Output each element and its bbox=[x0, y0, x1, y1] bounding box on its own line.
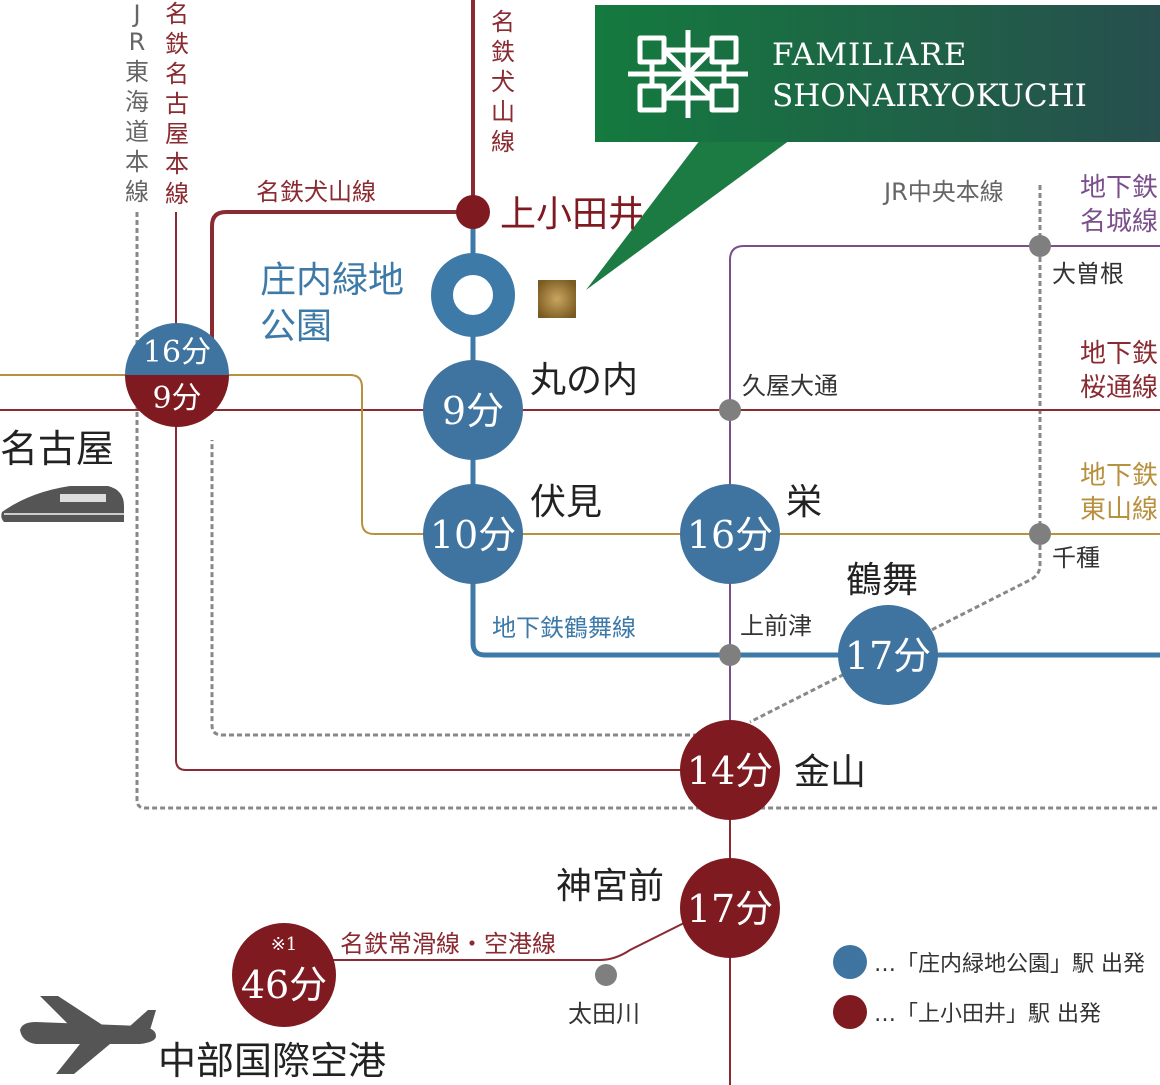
jingumae-time: 17分 bbox=[687, 887, 773, 931]
svg-text:古: 古 bbox=[165, 90, 189, 118]
tsurumai-line bbox=[470, 212, 1160, 658]
airport-label: 中部国際空港 bbox=[158, 1039, 386, 1083]
svg-text:本: 本 bbox=[125, 148, 149, 176]
shonai-station bbox=[431, 253, 515, 337]
meijo-label-1: 地下鉄 bbox=[1080, 173, 1158, 203]
sakuradori-label-1: 地下鉄 bbox=[1080, 339, 1158, 369]
kamimaezu-label: 上前津 bbox=[740, 612, 812, 640]
sakae-station bbox=[680, 484, 780, 584]
marunouchi-time: 9分 bbox=[442, 389, 504, 433]
svg-text:鉄: 鉄 bbox=[491, 38, 515, 66]
brand-name-line2: SHONAIRYOKUCHI bbox=[772, 78, 1087, 114]
ozone-node bbox=[1029, 235, 1051, 257]
tsurumai-label: 鶴舞 bbox=[846, 560, 918, 601]
higashiyama-label-1: 地下鉄 bbox=[1080, 461, 1158, 491]
ozone-label: 大曽根 bbox=[1052, 260, 1124, 288]
svg-text:鉄: 鉄 bbox=[165, 30, 189, 58]
tsurumai-line-label: 地下鉄鶴舞線 bbox=[492, 614, 636, 642]
jr-chuo-label: JR中央本線 bbox=[882, 178, 1004, 206]
meitetsu-inuyama-label: 名鉄犬山線 bbox=[256, 178, 376, 206]
svg-text:本: 本 bbox=[165, 150, 189, 178]
hisaya-node bbox=[719, 399, 741, 421]
kamiotai-label: 上小田井 bbox=[500, 194, 644, 235]
fushimi-label: 伏見 bbox=[530, 482, 602, 523]
kanayama-station bbox=[680, 720, 780, 820]
svg-text:山: 山 bbox=[491, 98, 515, 126]
higashiyama-label-2: 東山線 bbox=[1080, 495, 1158, 525]
tsurumai-time: 17分 bbox=[845, 634, 931, 678]
svg-text:J: J bbox=[131, 0, 140, 28]
kamimaezu-node bbox=[719, 644, 741, 666]
kanayama-time: 14分 bbox=[687, 749, 773, 793]
shonai-label-1: 庄内緑地 bbox=[260, 260, 404, 301]
jr-tokaido-line bbox=[135, 212, 1160, 810]
jr-tokaido-label: J R 東 海 道 本 線 bbox=[125, 0, 149, 206]
meijo-line bbox=[729, 245, 1160, 640]
airport-station bbox=[232, 923, 336, 1027]
hisaya-label: 久屋大通 bbox=[742, 372, 838, 400]
marunouchi-station bbox=[423, 360, 523, 460]
brand-callout-pointer bbox=[586, 140, 790, 290]
jr-chuo-west-line bbox=[210, 440, 730, 737]
svg-text:海: 海 bbox=[125, 88, 149, 116]
svg-text:線: 線 bbox=[125, 178, 149, 206]
meitetsu-nagoya-label: 名 鉄 名 古 屋 本 線 bbox=[165, 0, 189, 208]
brand-logo-icon bbox=[628, 30, 748, 118]
jingumae-station bbox=[680, 858, 780, 958]
property-marker-icon bbox=[538, 280, 576, 318]
nagoya-station bbox=[125, 323, 229, 427]
svg-text:犬: 犬 bbox=[491, 68, 515, 96]
legend-blue-text: …「庄内緑地公園」駅 出発 bbox=[874, 952, 1145, 977]
chikusa-node bbox=[1029, 523, 1051, 545]
brand-name-line1: FAMILIARE bbox=[772, 37, 967, 73]
jingumae-label: 神宮前 bbox=[556, 866, 664, 907]
svg-text:R: R bbox=[129, 28, 146, 56]
shinkansen-icon bbox=[1, 486, 124, 522]
otagawa-node bbox=[595, 964, 617, 986]
svg-text:名: 名 bbox=[491, 8, 515, 36]
svg-text:屋: 屋 bbox=[165, 120, 189, 148]
kamiotai-station bbox=[456, 195, 490, 229]
svg-text:名: 名 bbox=[165, 0, 189, 28]
fushimi-time: 10分 bbox=[430, 513, 516, 557]
otagawa-label: 太田川 bbox=[568, 1000, 640, 1028]
jr-chuo-line bbox=[749, 185, 1042, 724]
marunouchi-label: 丸の内 bbox=[530, 360, 638, 401]
nagoya-time-blue: 16分 bbox=[143, 335, 211, 370]
svg-text:線: 線 bbox=[165, 180, 189, 208]
meijo-label-2: 名城線 bbox=[1080, 207, 1158, 237]
meitetsu-nagoya-line bbox=[175, 212, 730, 771]
higashiyama-line bbox=[0, 374, 1160, 535]
svg-text:東: 東 bbox=[125, 58, 149, 86]
svg-text:名: 名 bbox=[165, 60, 189, 88]
svg-text:道: 道 bbox=[125, 118, 149, 146]
fushimi-station bbox=[423, 484, 523, 584]
nagoya-time-red: 9分 bbox=[152, 381, 201, 416]
chikusa-label: 千種 bbox=[1052, 544, 1100, 572]
shonai-label-2: 公園 bbox=[260, 306, 332, 347]
sakae-time: 16分 bbox=[687, 513, 773, 557]
kanayama-label: 金山 bbox=[794, 752, 866, 793]
nagoya-label: 名古屋 bbox=[0, 427, 114, 471]
tsurumai-station bbox=[838, 605, 938, 705]
sakae-label: 栄 bbox=[786, 482, 822, 523]
meitetsu-tokoname-line bbox=[290, 904, 721, 961]
sakuradori-label-2: 桜通線 bbox=[1080, 373, 1158, 403]
svg-text:線: 線 bbox=[491, 128, 515, 156]
legend-red-marker bbox=[833, 995, 867, 1029]
legend-blue-marker bbox=[833, 945, 867, 979]
airport-time: 46分 bbox=[241, 963, 327, 1007]
legend-red-text: …「上小田井」駅 出発 bbox=[874, 1002, 1101, 1027]
meitetsu-inuyama-line bbox=[210, 0, 475, 390]
airport-note: ※1 bbox=[271, 934, 298, 955]
meitetsu-tokoname-label: 名鉄常滑線・空港線 bbox=[340, 930, 556, 958]
airplane-icon bbox=[20, 996, 156, 1074]
meitetsu-inuyama-vertical-label: 名 鉄 犬 山 線 bbox=[491, 8, 515, 156]
